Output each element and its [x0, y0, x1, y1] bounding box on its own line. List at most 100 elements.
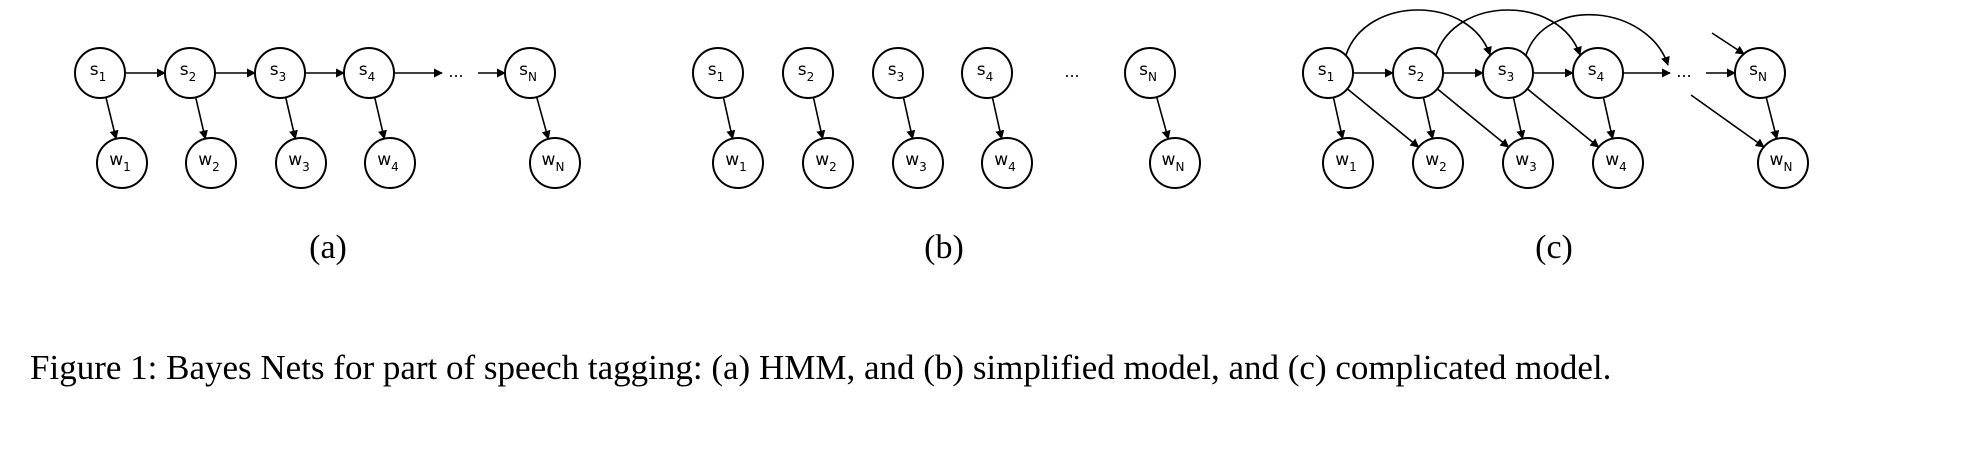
word-node-b-2-circle — [802, 137, 854, 189]
word-node-c-2-circle — [1412, 137, 1464, 189]
state-node-c-4: s4 — [1572, 47, 1624, 99]
state-node-b-4: s4 — [961, 47, 1013, 99]
word-node-b-5-label: wN — [1162, 150, 1185, 174]
state-node-c-5-circle — [1734, 47, 1786, 99]
word-node-b-1-circle — [712, 137, 764, 189]
panel-b: ... s1 s2 s3 s4 sN w1 w2 w3 w4 wN (b) — [692, 47, 1201, 266]
edge-s3-w4 — [1526, 88, 1600, 148]
state-node-b-1-circle — [692, 47, 744, 99]
state-node-b-5-label: sN — [1139, 60, 1157, 84]
word-node-a-5: wN — [529, 137, 581, 189]
edge-s2-w3 — [1436, 88, 1510, 148]
figure-caption: Figure 1: Bayes Nets for part of speech … — [30, 348, 1612, 387]
state-node-a-3-circle — [254, 47, 306, 99]
edge-s2-w2 — [812, 97, 826, 140]
state-node-b-4-circle — [961, 47, 1013, 99]
word-node-a-1-circle — [96, 137, 148, 189]
edge-s4-w4 — [1602, 97, 1616, 140]
edge-s4-w4 — [373, 97, 387, 140]
word-node-b-1: w1 — [712, 137, 764, 189]
state-node-c-1-label: s1 — [1318, 60, 1335, 84]
word-node-c-3-circle — [1502, 137, 1554, 189]
ellipsis-c: ... — [1676, 62, 1691, 81]
word-node-a-5-label: wN — [542, 150, 565, 174]
word-node-a-4-label: w4 — [377, 150, 399, 174]
edge-s5-w5 — [1765, 97, 1780, 140]
state-node-a-3-label: s3 — [270, 60, 287, 84]
edge-s1-w2 — [1346, 88, 1420, 148]
state-node-b-3-circle — [872, 47, 924, 99]
edge-s3-ellipsis — [1525, 13, 1670, 66]
state-node-b-5: sN — [1124, 47, 1176, 99]
state-node-b-2-circle — [782, 47, 834, 99]
word-node-b-3-label: w3 — [905, 150, 927, 174]
state-node-a-5: sN — [504, 47, 556, 99]
edge-into-sN — [1711, 32, 1745, 55]
word-node-c-5-circle — [1757, 137, 1809, 189]
word-node-c-2: w2 — [1412, 137, 1464, 189]
word-node-b-4: w4 — [981, 137, 1033, 189]
word-node-b-2: w2 — [802, 137, 854, 189]
state-node-b-2: s2 — [782, 47, 834, 99]
word-node-b-1-label: w1 — [725, 150, 747, 174]
edge-s1-w1 — [1332, 97, 1346, 140]
word-node-c-4-circle — [1592, 137, 1644, 189]
state-node-c-4-circle — [1572, 47, 1624, 99]
word-node-c-4: w4 — [1592, 137, 1644, 189]
state-node-b-1-label: s1 — [708, 60, 725, 84]
word-node-c-4-label: w4 — [1605, 150, 1627, 174]
state-node-c-2-label: s2 — [1408, 60, 1425, 84]
panel-label-b: (b) — [924, 229, 964, 266]
state-node-a-4: s4 — [343, 47, 395, 99]
state-node-a-4-label: s4 — [359, 60, 376, 84]
word-node-a-2: w2 — [185, 137, 237, 189]
edge-s1-s3 — [1345, 9, 1492, 56]
word-node-b-5-circle — [1149, 137, 1201, 189]
word-node-a-3: w3 — [275, 137, 327, 189]
state-node-b-5-circle — [1124, 47, 1176, 99]
word-node-a-1: w1 — [96, 137, 148, 189]
state-node-c-3-label: s3 — [1498, 60, 1515, 84]
word-node-b-2-label: w2 — [815, 150, 837, 174]
word-node-a-2-label: w2 — [198, 150, 220, 174]
word-node-c-1: w1 — [1322, 137, 1374, 189]
word-node-c-3: w3 — [1502, 137, 1554, 189]
state-node-c-4-label: s4 — [1588, 60, 1605, 84]
edge-s1-w1 — [722, 97, 736, 140]
state-node-c-2: s2 — [1392, 47, 1444, 99]
edge-s3-w3 — [284, 97, 298, 140]
word-node-c-3-label: w3 — [1515, 150, 1537, 174]
edge-s1-w1 — [105, 97, 119, 140]
edge-s4-w4 — [991, 97, 1005, 140]
state-node-a-5-circle — [504, 47, 556, 99]
state-node-a-2: s2 — [164, 47, 216, 99]
state-node-b-4-label: s4 — [977, 60, 994, 84]
ellipsis-a: ... — [448, 62, 463, 81]
word-node-a-3-circle — [275, 137, 327, 189]
state-node-c-2-circle — [1392, 47, 1444, 99]
ellipsis-b: ... — [1064, 62, 1079, 81]
state-node-a-3: s3 — [254, 47, 306, 99]
state-node-a-1-label: s1 — [90, 60, 107, 84]
state-node-b-2-label: s2 — [798, 60, 815, 84]
state-node-c-3-circle — [1482, 47, 1534, 99]
word-node-a-3-label: w3 — [288, 150, 310, 174]
word-node-b-3-circle — [892, 137, 944, 189]
state-node-a-5-label: sN — [519, 60, 537, 84]
word-node-c-5-label: wN — [1770, 150, 1793, 174]
word-node-a-4: w4 — [364, 137, 416, 189]
word-node-b-3: w3 — [892, 137, 944, 189]
word-node-a-5-circle — [529, 137, 581, 189]
state-node-b-3-label: s3 — [888, 60, 905, 84]
edge-s2-s4 — [1435, 9, 1582, 56]
state-node-c-5-label: sN — [1749, 60, 1767, 84]
word-node-a-1-label: w1 — [109, 150, 131, 174]
edge-s3-w3 — [1512, 97, 1526, 140]
state-node-c-5: sN — [1734, 47, 1786, 99]
edge-s2-w2 — [1422, 97, 1436, 140]
edge-s2-w2 — [194, 97, 208, 140]
edge-into-wN — [1690, 94, 1765, 148]
state-node-b-1: s1 — [692, 47, 744, 99]
